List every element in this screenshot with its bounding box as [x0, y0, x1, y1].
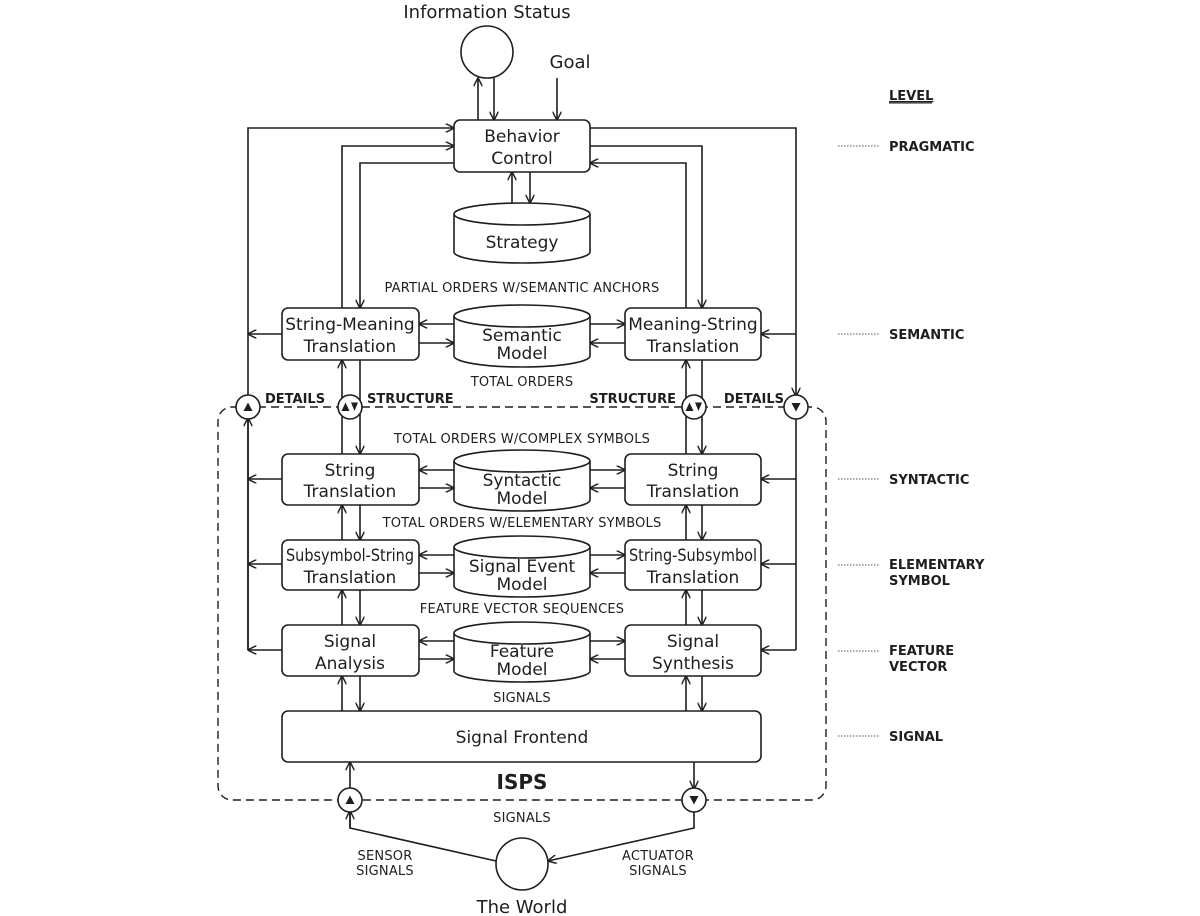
- signal-analysis-line2: Analysis: [315, 654, 385, 674]
- level-header: LEVEL: [889, 89, 933, 104]
- string-subsymbol-line1: String-Subsymbol: [629, 546, 757, 566]
- meaning-string-box: [624, 307, 762, 361]
- string-translation-left-line1: String: [325, 461, 376, 481]
- signal-synthesis-box: [624, 624, 762, 677]
- meaning-string-line2: Translation: [646, 337, 740, 357]
- label-feature-vector-sequences: FEATURE VECTOR SEQUENCES: [420, 602, 624, 617]
- string-translation-left-box: [281, 453, 420, 506]
- label-partial-orders: PARTIAL ORDERS W/SEMANTIC ANCHORS: [384, 281, 659, 296]
- behavior-control-box: [453, 119, 591, 173]
- level-elementary-2: SYMBOL: [889, 574, 950, 589]
- label-actuator-signals-2: SIGNALS: [629, 864, 687, 879]
- semantic-model-line2: Model: [496, 344, 547, 364]
- syntactic-model-db: [453, 449, 591, 512]
- level-syntactic: SYNTACTIC: [889, 473, 969, 488]
- signal-event-model-line1: Signal Event: [469, 557, 576, 577]
- label-details-right: DETAILS: [724, 392, 784, 407]
- label-signals-inner: SIGNALS: [493, 691, 551, 706]
- string-subsymbol-box: [624, 539, 762, 591]
- behavior-control-line1: Behavior: [484, 127, 560, 147]
- label-total-orders: TOTAL ORDERS: [470, 375, 574, 390]
- signal-frontend-label: Signal Frontend: [456, 728, 589, 748]
- string-translation-right-line2: Translation: [646, 482, 740, 502]
- string-meaning-box: [281, 307, 420, 361]
- syntactic-model-line1: Syntactic: [483, 471, 562, 491]
- signal-synthesis-line1: Signal: [667, 632, 719, 652]
- the-world-label: The World: [476, 897, 568, 916]
- string-translation-right-box: [624, 453, 762, 506]
- the-world-node: [495, 837, 549, 891]
- level-feature-1: FEATURE: [889, 644, 954, 659]
- level-column: LEVEL PRAGMATIC SEMANTIC SYNTACTIC ELEME…: [838, 89, 985, 745]
- meaning-string-line1: Meaning-String: [628, 315, 757, 335]
- switch-details-left: [235, 394, 261, 420]
- string-subsymbol-line2: Translation: [646, 568, 740, 588]
- label-structure-right: STRUCTURE: [589, 392, 676, 407]
- signal-frontend-box: [281, 710, 762, 763]
- feature-model-db: [453, 621, 591, 683]
- signal-analysis-line1: Signal: [324, 632, 376, 652]
- strategy-label: Strategy: [486, 233, 559, 253]
- label-sensor-signals-1: SENSOR: [358, 849, 413, 864]
- switch-structure-left: [337, 394, 363, 420]
- information-status-node: [460, 25, 514, 79]
- signal-synthesis-line2: Synthesis: [652, 654, 734, 674]
- information-status-label: Information Status: [403, 2, 570, 23]
- label-total-orders-elementary: TOTAL ORDERS W/ELEMENTARY SYMBOLS: [382, 516, 662, 531]
- level-pragmatic: PRAGMATIC: [889, 140, 975, 155]
- semantic-model-db: [453, 304, 591, 368]
- semantic-model-line1: Semantic: [482, 326, 562, 346]
- feature-model-line2: Model: [496, 660, 547, 680]
- label-sensor-signals-2: SIGNALS: [356, 864, 414, 879]
- level-elementary-1: ELEMENTARY: [889, 558, 985, 573]
- goal-label: Goal: [550, 52, 591, 73]
- signal-analysis-box: [281, 624, 420, 677]
- level-semantic: SEMANTIC: [889, 328, 964, 343]
- string-translation-right-line1: String: [668, 461, 719, 481]
- signal-event-model-db: [453, 535, 591, 598]
- feature-model-line1: Feature: [490, 642, 554, 662]
- switch-structure-right: [681, 394, 707, 420]
- switch-sensor: [337, 787, 363, 813]
- string-meaning-line1: String-Meaning: [285, 315, 414, 335]
- switch-actuator: [681, 787, 707, 813]
- level-signal: SIGNAL: [889, 730, 943, 745]
- label-details-left: DETAILS: [265, 392, 325, 407]
- label-structure-left: STRUCTURE: [367, 392, 454, 407]
- behavior-control-line2: Control: [491, 149, 552, 169]
- label-actuator-signals-1: ACTUATOR: [622, 849, 694, 864]
- subsymbol-string-line1: Subsymbol-String: [286, 546, 414, 566]
- level-feature-2: VECTOR: [889, 660, 947, 675]
- connections: [248, 78, 796, 861]
- label-signals-outer: SIGNALS: [493, 811, 551, 826]
- signal-event-model-line2: Model: [496, 575, 547, 595]
- isps-label: ISPS: [497, 770, 548, 794]
- switch-details-right: [783, 394, 809, 420]
- strategy-db: [453, 202, 591, 264]
- subsymbol-string-box: [281, 539, 420, 591]
- string-translation-left-line2: Translation: [303, 482, 397, 502]
- isps-boundary: [217, 406, 827, 801]
- label-total-orders-complex: TOTAL ORDERS W/COMPLEX SYMBOLS: [393, 432, 650, 447]
- subsymbol-string-line2: Translation: [303, 568, 397, 588]
- string-meaning-line2: Translation: [303, 337, 397, 357]
- syntactic-model-line2: Model: [496, 489, 547, 509]
